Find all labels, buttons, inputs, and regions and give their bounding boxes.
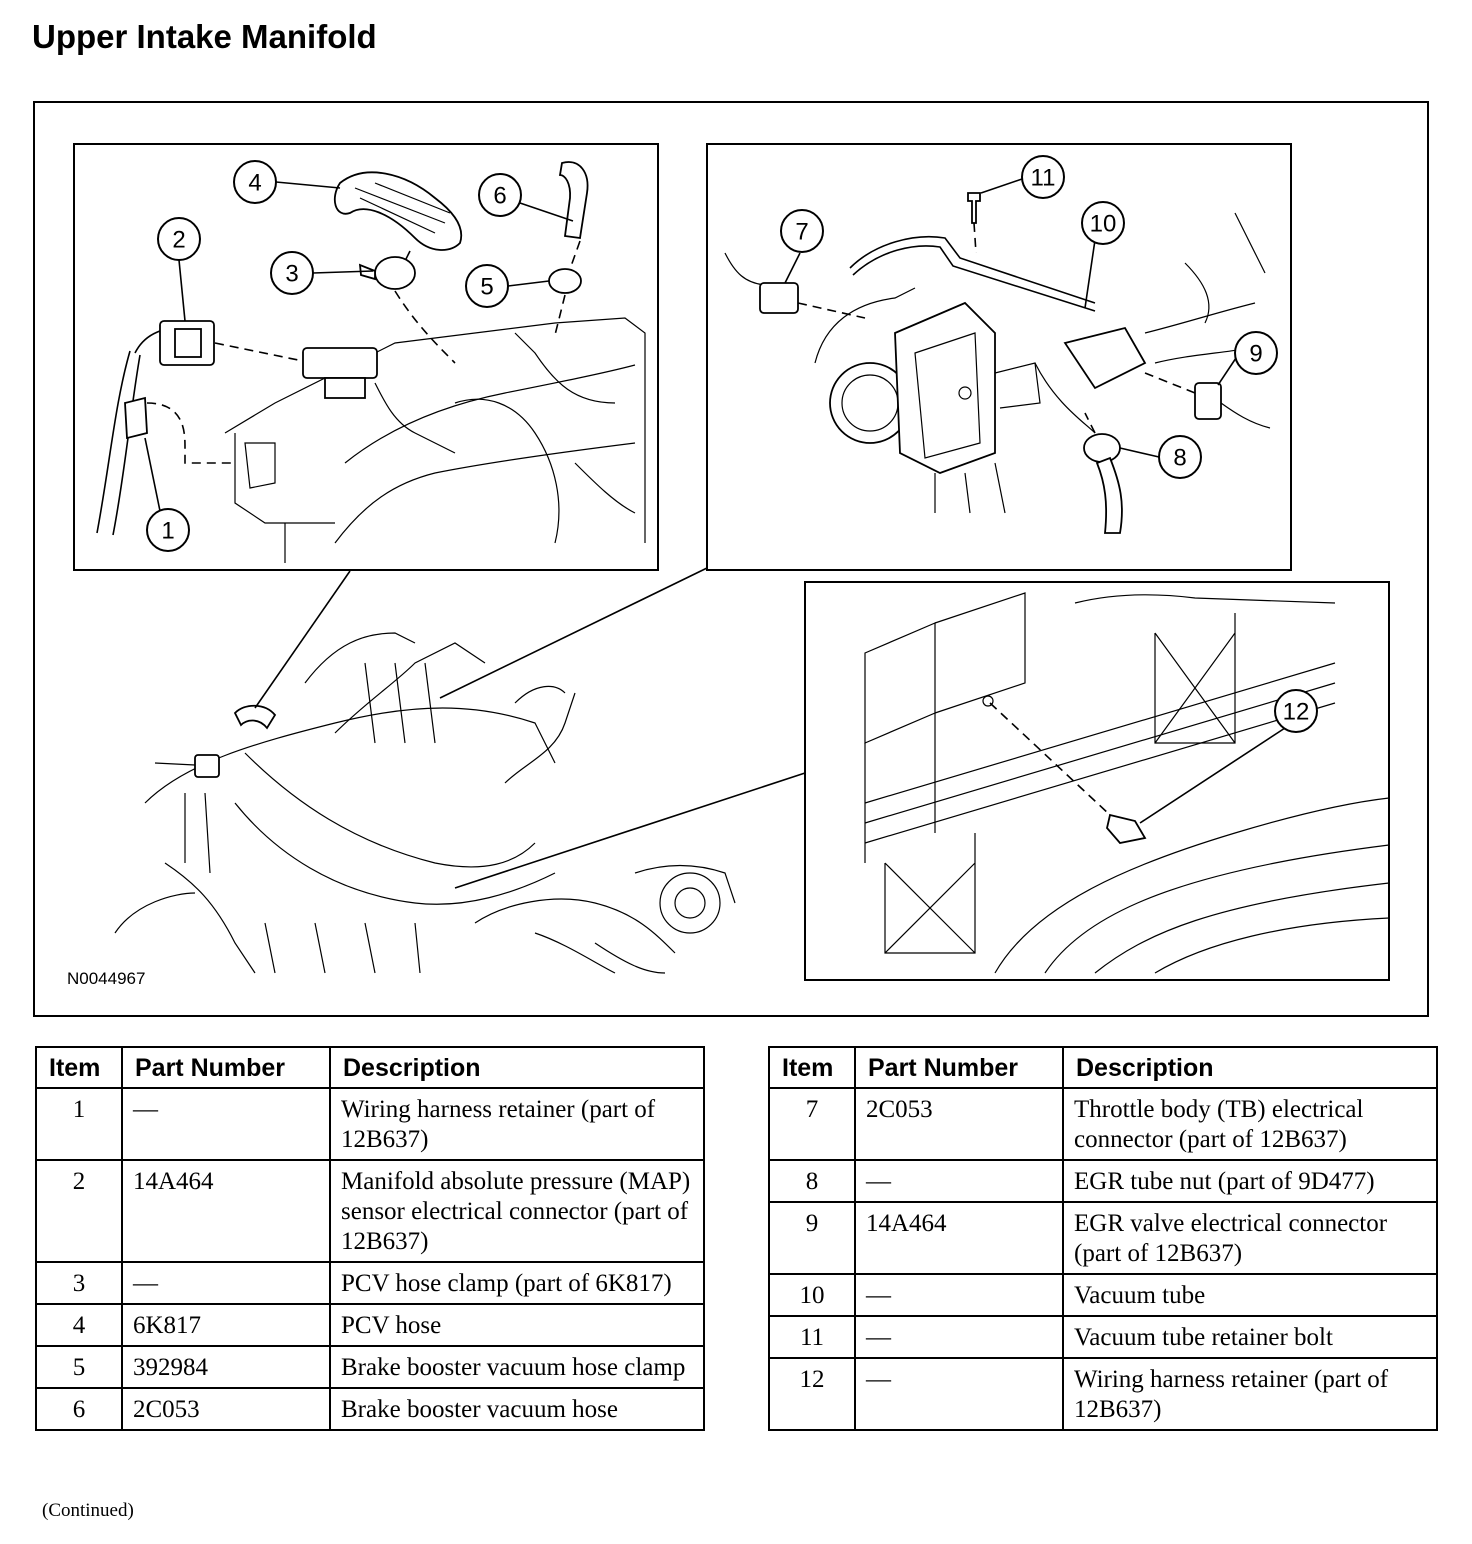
table-row: 7 2C053 Throttle body (TB) electrical co…: [768, 1087, 1438, 1161]
cell-part-number: —: [854, 1273, 1064, 1317]
svg-text:11: 11: [1031, 165, 1056, 192]
callout-7: 7: [780, 209, 824, 284]
cell-description: Brake booster vacuum hose clamp: [329, 1345, 705, 1389]
table-row: 12 — Wiring harness retainer (part of 12…: [768, 1357, 1438, 1431]
cell-description: Vacuum tube: [1062, 1273, 1438, 1317]
table-row: 8 — EGR tube nut (part of 9D477): [768, 1159, 1438, 1203]
cell-part-number: —: [854, 1159, 1064, 1203]
cell-description: Wiring harness retainer (part of 12B637): [1062, 1357, 1438, 1431]
cell-item: 11: [768, 1315, 856, 1359]
table-row: 2 14A464 Manifold absolute pressure (MAP…: [35, 1159, 705, 1263]
svg-text:12: 12: [1283, 699, 1310, 726]
inset-harness-retainer: [804, 581, 1390, 981]
cell-part-number: 2C053: [121, 1387, 331, 1431]
svg-text:10: 10: [1090, 211, 1117, 238]
cell-part-number: —: [121, 1261, 331, 1305]
exploded-view-diagram: 1 2 3 4 5 6 7: [73, 143, 1390, 981]
table-row: 3 — PCV hose clamp (part of 6K817): [35, 1261, 705, 1305]
svg-text:2: 2: [172, 227, 185, 254]
header-part-number: Part Number: [854, 1046, 1064, 1089]
header-item: Item: [35, 1046, 123, 1089]
callout-4: 4: [233, 160, 341, 204]
parts-table-left: Item Part Number Description 1 — Wiring …: [35, 1046, 705, 1431]
cell-part-number: —: [854, 1315, 1064, 1359]
callout-1: 1: [144, 437, 190, 552]
cell-part-number: 14A464: [121, 1159, 331, 1263]
engine-overview: [114, 567, 806, 974]
cell-part-number: —: [121, 1087, 331, 1161]
cell-description: PCV hose: [329, 1303, 705, 1347]
cell-item: 6: [35, 1387, 123, 1431]
header-part-number: Part Number: [121, 1046, 331, 1089]
table-header-row: Item Part Number Description: [768, 1046, 1438, 1089]
cell-item: 10: [768, 1273, 856, 1317]
svg-text:9: 9: [1249, 341, 1262, 368]
cell-description: EGR tube nut (part of 9D477): [1062, 1159, 1438, 1203]
callout-6: 6: [478, 173, 574, 222]
cell-item: 1: [35, 1087, 123, 1161]
page-title: Upper Intake Manifold: [32, 18, 377, 55]
svg-text:5: 5: [480, 274, 493, 301]
callout-12: 12: [1139, 689, 1318, 824]
table-row: 6 2C053 Brake booster vacuum hose: [35, 1387, 705, 1431]
header-description: Description: [1062, 1046, 1438, 1089]
cell-item: 4: [35, 1303, 123, 1347]
cell-item: 7: [768, 1087, 856, 1161]
cell-item: 12: [768, 1357, 856, 1431]
cell-part-number: 392984: [121, 1345, 331, 1389]
cell-part-number: 6K817: [121, 1303, 331, 1347]
table-row: 4 6K817 PCV hose: [35, 1303, 705, 1347]
cell-description: PCV hose clamp (part of 6K817): [329, 1261, 705, 1305]
cell-description: Wiring harness retainer (part of 12B637): [329, 1087, 705, 1161]
svg-text:4: 4: [248, 170, 261, 197]
cell-description: Vacuum tube retainer bolt: [1062, 1315, 1438, 1359]
callout-8: 8: [1119, 435, 1202, 479]
cell-item: 9: [768, 1201, 856, 1275]
inset-throttle-egr: [706, 143, 1292, 571]
table-row: 9 14A464 EGR valve electrical connector …: [768, 1201, 1438, 1275]
callout-2: 2: [157, 217, 201, 322]
illustration-frame: 1 2 3 4 5 6 7: [33, 101, 1429, 1017]
cell-item: 5: [35, 1345, 123, 1389]
cell-description: Brake booster vacuum hose: [329, 1387, 705, 1431]
cell-part-number: 14A464: [854, 1201, 1064, 1275]
table-row: 1 — Wiring harness retainer (part of 12B…: [35, 1087, 705, 1161]
callout-11: 11: [980, 155, 1065, 199]
table-row: 10 — Vacuum tube: [768, 1273, 1438, 1317]
table-header-row: Item Part Number Description: [35, 1046, 705, 1089]
cell-description: EGR valve electrical connector (part of …: [1062, 1201, 1438, 1275]
cell-description: Manifold absolute pressure (MAP) sensor …: [329, 1159, 705, 1263]
parts-table-right: Item Part Number Description 7 2C053 Thr…: [768, 1046, 1438, 1431]
cell-item: 8: [768, 1159, 856, 1203]
header-item: Item: [768, 1046, 856, 1089]
svg-text:8: 8: [1173, 445, 1186, 472]
cell-part-number: —: [854, 1357, 1064, 1431]
continued-note: (Continued): [42, 1500, 134, 1521]
callout-5: 5: [465, 264, 550, 308]
table-row: 11 — Vacuum tube retainer bolt: [768, 1315, 1438, 1359]
cell-description: Throttle body (TB) electrical connector …: [1062, 1087, 1438, 1161]
table-row: 5 392984 Brake booster vacuum hose clamp: [35, 1345, 705, 1389]
svg-text:3: 3: [285, 261, 298, 288]
svg-text:1: 1: [161, 518, 174, 545]
inset-map-pcv: [73, 143, 659, 571]
cell-part-number: 2C053: [854, 1087, 1064, 1161]
callout-3: 3: [270, 251, 374, 295]
svg-text:7: 7: [795, 219, 808, 246]
header-description: Description: [329, 1046, 705, 1089]
callout-9: 9: [1217, 331, 1278, 386]
callout-10: 10: [1081, 201, 1125, 309]
cell-item: 2: [35, 1159, 123, 1263]
figure-id: N0044967: [67, 969, 146, 988]
svg-text:6: 6: [493, 183, 506, 210]
cell-item: 3: [35, 1261, 123, 1305]
